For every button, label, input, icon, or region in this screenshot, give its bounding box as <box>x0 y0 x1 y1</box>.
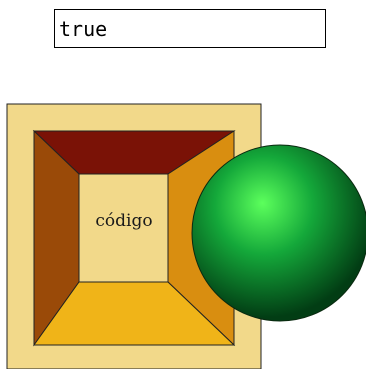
green-sphere <box>191 144 366 322</box>
inner-square <box>78 173 169 283</box>
result-output-text: true <box>59 16 108 41</box>
box-label: código <box>95 211 152 231</box>
result-output-box: true <box>54 9 326 48</box>
